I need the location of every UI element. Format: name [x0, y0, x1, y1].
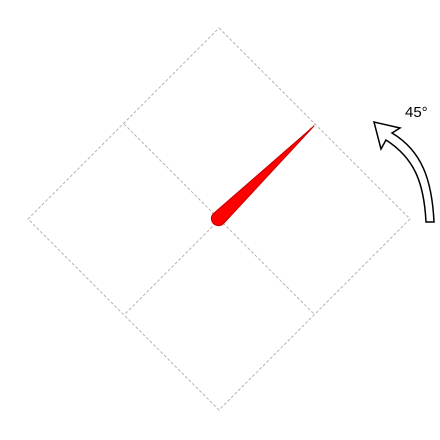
- rotation-arrow-icon: [372, 120, 435, 223]
- rotation-angle-label: 45°: [405, 104, 428, 121]
- needle-body: [210, 125, 315, 227]
- grid-outline: [27, 27, 411, 411]
- needle: [210, 125, 315, 227]
- rotation-arrow-shape: [372, 120, 435, 223]
